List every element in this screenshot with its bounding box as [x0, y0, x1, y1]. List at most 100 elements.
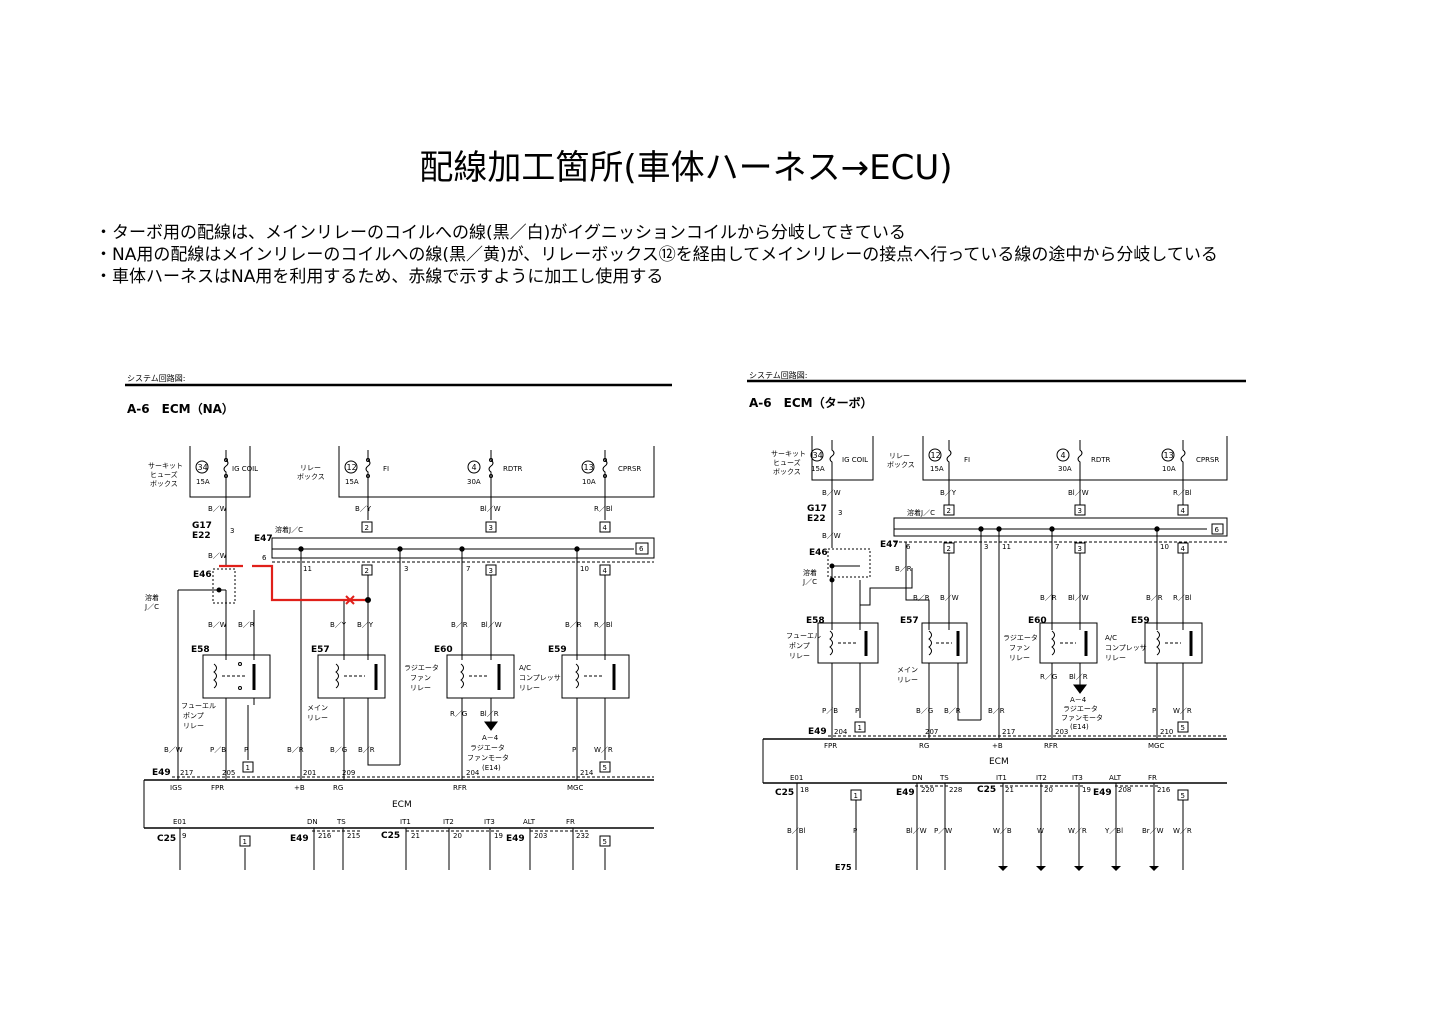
- svg-text:3: 3: [489, 567, 493, 575]
- svg-text:溶着: 溶着: [803, 568, 817, 577]
- svg-text:3: 3: [1078, 545, 1082, 553]
- svg-text:IGS: IGS: [170, 784, 182, 792]
- svg-text:E49: E49: [808, 727, 827, 737]
- na-e46: E46: [193, 570, 212, 580]
- svg-text:4: 4: [603, 567, 608, 575]
- na-fusebox-label-3: ボックス: [150, 480, 178, 488]
- svg-text:11: 11: [1002, 543, 1011, 551]
- svg-text:E60: E60: [434, 645, 453, 655]
- svg-text:18: 18: [800, 786, 809, 794]
- svg-text:ECM: ECM: [989, 757, 1009, 767]
- svg-text:11: 11: [303, 565, 312, 573]
- svg-text:B／R: B／R: [451, 621, 468, 629]
- svg-text:6: 6: [1215, 526, 1220, 534]
- svg-text:Br／W: Br／W: [1142, 827, 1164, 835]
- svg-text:E49: E49: [1093, 788, 1112, 798]
- svg-text:15A: 15A: [196, 478, 210, 486]
- svg-text:(E14): (E14): [482, 764, 501, 772]
- svg-text:B／R: B／R: [1040, 594, 1057, 602]
- svg-text:4: 4: [1181, 545, 1186, 553]
- na-fuse-13: 13 10A CPRSR: [581, 450, 641, 486]
- svg-text:205: 205: [222, 769, 235, 777]
- svg-text:E49: E49: [152, 768, 171, 778]
- svg-text:ラジエータ: ラジエータ: [404, 663, 439, 672]
- na-fusebox-label-1: サーキット: [148, 462, 183, 470]
- na-fuse-4: 4 30A RDTR: [467, 450, 523, 486]
- svg-text:Bl／W: Bl／W: [1068, 489, 1089, 497]
- svg-text:フューエル: フューエル: [786, 632, 821, 640]
- svg-text:CPRSR: CPRSR: [618, 465, 641, 473]
- na-wire-blw: Bl／W: [480, 505, 501, 513]
- na-e47: E47: [254, 534, 273, 544]
- svg-text:E59: E59: [548, 645, 567, 655]
- na-wire-bw: B／W: [208, 505, 227, 513]
- svg-text:IT2: IT2: [1036, 774, 1047, 782]
- na-heading: A-6 ECM（NA）: [127, 401, 234, 416]
- svg-text:E58: E58: [191, 645, 210, 655]
- svg-text:C25: C25: [977, 785, 996, 795]
- svg-text:Bl／W: Bl／W: [906, 827, 927, 835]
- svg-text:3: 3: [984, 543, 988, 551]
- svg-text:7: 7: [1055, 543, 1059, 551]
- svg-text:B／R: B／R: [988, 707, 1005, 715]
- svg-text:B／R: B／R: [1146, 594, 1163, 602]
- svg-text:1: 1: [246, 764, 250, 772]
- svg-text:10: 10: [1160, 543, 1169, 551]
- svg-text:E57: E57: [900, 616, 919, 626]
- svg-text:FI: FI: [964, 456, 970, 464]
- svg-text:12: 12: [347, 463, 357, 472]
- svg-text:RDTR: RDTR: [1091, 456, 1111, 464]
- svg-text:TS: TS: [939, 774, 949, 782]
- svg-text:C25: C25: [775, 788, 794, 798]
- svg-text:リレー: リレー: [897, 676, 918, 684]
- svg-text:E58: E58: [806, 616, 825, 626]
- svg-text:ボックス: ボックス: [773, 468, 801, 476]
- svg-text:5: 5: [1181, 724, 1185, 732]
- svg-text:3: 3: [489, 524, 493, 532]
- svg-text:4: 4: [472, 463, 477, 472]
- svg-text:RDTR: RDTR: [503, 465, 523, 473]
- svg-text:ボックス: ボックス: [887, 461, 915, 469]
- svg-text:B／W: B／W: [940, 594, 959, 602]
- svg-text:B／G: B／G: [330, 746, 347, 754]
- svg-text:溶着J／C: 溶着J／C: [907, 508, 935, 517]
- svg-text:B／W: B／W: [208, 552, 227, 560]
- svg-text:W／R: W／R: [1068, 827, 1087, 835]
- svg-text:FPR: FPR: [824, 742, 837, 750]
- svg-text:B／R: B／R: [913, 594, 930, 602]
- svg-text:E22: E22: [807, 514, 826, 524]
- svg-text:B／W: B／W: [822, 532, 841, 540]
- svg-text:10A: 10A: [582, 478, 596, 486]
- svg-text:B／R: B／R: [944, 707, 961, 715]
- svg-text:ECM: ECM: [392, 800, 412, 810]
- svg-text:RG: RG: [919, 742, 929, 750]
- svg-text:RG: RG: [333, 784, 343, 792]
- svg-text:+B: +B: [992, 742, 1003, 750]
- na-fusebox-label-2: ヒューズ: [150, 470, 178, 479]
- svg-text:201: 201: [303, 769, 316, 777]
- svg-text:R／Bl: R／Bl: [594, 621, 613, 629]
- svg-text:ラジエータ: ラジエータ: [1063, 704, 1098, 713]
- svg-text:P／W: P／W: [934, 827, 952, 835]
- svg-text:IT2: IT2: [443, 818, 454, 826]
- svg-text:19: 19: [494, 832, 503, 840]
- svg-text:3: 3: [230, 527, 234, 535]
- na-fuse-12: 12 15A FI: [344, 450, 389, 486]
- svg-text:IG COIL: IG COIL: [842, 456, 868, 464]
- svg-text:ファン: ファン: [410, 674, 431, 682]
- svg-text:6: 6: [262, 554, 267, 562]
- svg-text:Bl／R: Bl／R: [480, 710, 499, 718]
- svg-text:ヒューズ: ヒューズ: [773, 458, 801, 467]
- svg-text:B／Y: B／Y: [330, 621, 347, 629]
- svg-text:30A: 30A: [467, 478, 481, 486]
- svg-text:5: 5: [603, 838, 607, 846]
- svg-text:208: 208: [1118, 786, 1131, 794]
- svg-text:B／Bl: B／Bl: [787, 827, 806, 835]
- svg-text:7: 7: [466, 565, 470, 573]
- svg-text:10A: 10A: [1162, 465, 1176, 473]
- svg-text:1: 1: [858, 724, 862, 732]
- svg-text:CPRSR: CPRSR: [1196, 456, 1219, 464]
- svg-text:リレー: リレー: [519, 684, 540, 692]
- svg-text:B／W: B／W: [164, 746, 183, 754]
